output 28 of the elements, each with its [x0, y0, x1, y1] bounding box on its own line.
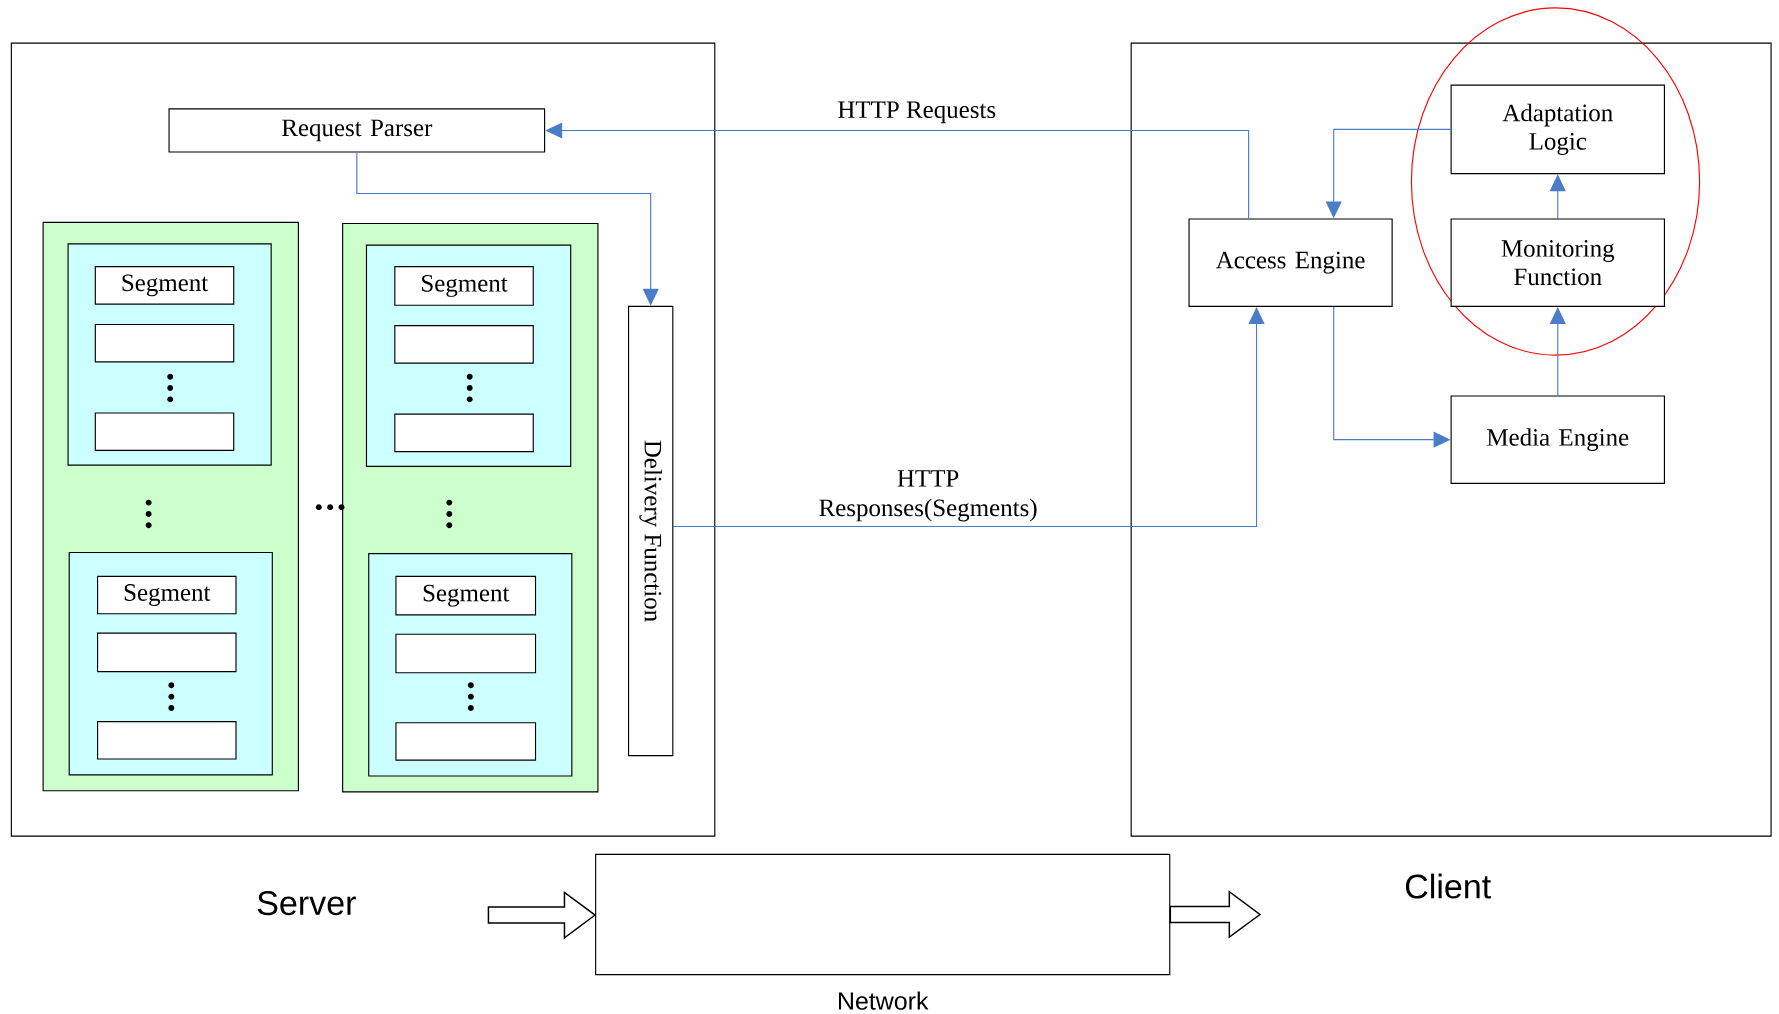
block-arrow [1169, 890, 1262, 939]
empty-box [395, 633, 537, 674]
process-box: Adaptation Logic [1450, 84, 1665, 174]
segment-box: Segment [97, 575, 237, 615]
panel-heading: Network [839, 991, 929, 1010]
empty-box [394, 324, 534, 364]
empty-box [94, 323, 235, 363]
process-box: Request Parser [168, 108, 546, 153]
block-arrow [487, 890, 597, 940]
empty-box [94, 412, 235, 451]
empty-box [394, 413, 534, 452]
segment-box: Segment [394, 265, 534, 306]
process-box: Delivery Function [628, 305, 674, 757]
panel-heading: Client [1405, 873, 1491, 899]
edge-label: HTTP Requests [836, 100, 998, 125]
process-box: Monitoring Function [1450, 218, 1665, 307]
edge-label: HTTP Responses(Segments) [813, 468, 1043, 523]
panel-heading: Server [257, 890, 356, 916]
highlight-ellipse [1410, 7, 1701, 356]
segment-box: Segment [94, 265, 235, 305]
process-box: Media Engine [1450, 395, 1665, 484]
empty-box [97, 632, 237, 673]
process-box: Access Engine [1188, 218, 1393, 307]
empty-box [395, 722, 537, 761]
arrow [545, 122, 1250, 219]
empty-box [97, 720, 237, 760]
segment-box: Segment [395, 575, 537, 616]
arrow [1549, 174, 1566, 219]
